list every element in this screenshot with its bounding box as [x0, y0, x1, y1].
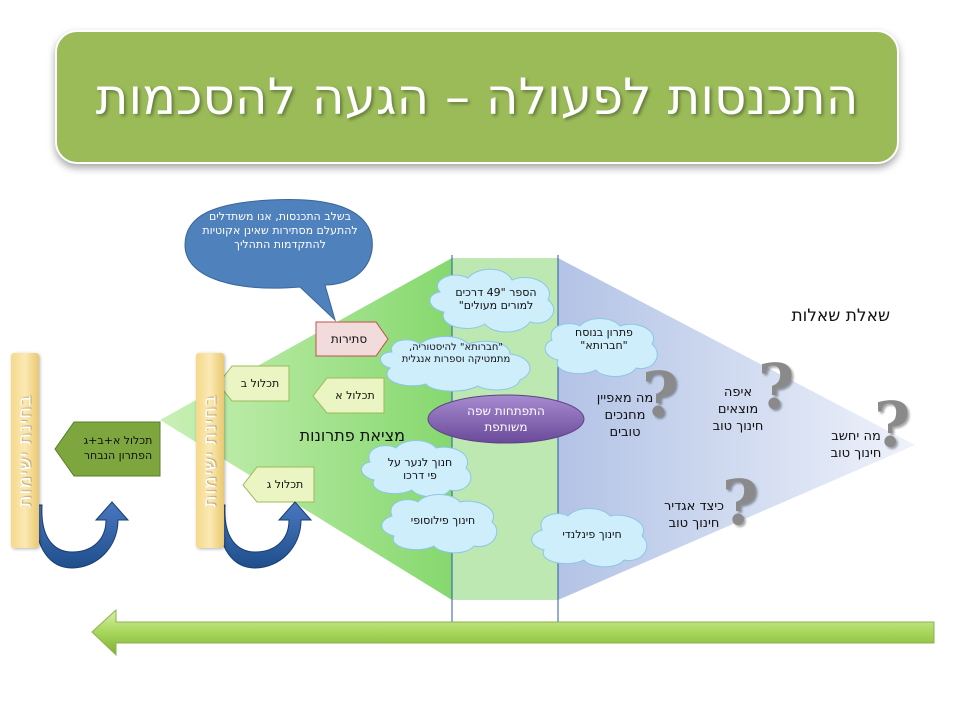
- outcome-c-box: [242, 466, 315, 503]
- outcome-combined-box: [54, 421, 161, 477]
- cloud-chevruta-history: [380, 336, 531, 392]
- curved-arrow-icon: [33, 501, 130, 569]
- common-language-ellipse: [427, 394, 585, 444]
- question-mark-icon: ?: [642, 358, 679, 431]
- outcome-c-label: תכלול ג: [266, 478, 304, 491]
- outcome-b-label: תכלול ב: [240, 377, 280, 390]
- cloud-finnish: [531, 508, 648, 568]
- common-language-label: התפתחות שפה משותפת: [467, 404, 545, 434]
- curved-arrow-icon: [216, 501, 313, 569]
- cloud-youth-education: [361, 440, 472, 498]
- question-mark-icon: ?: [874, 388, 911, 461]
- question-good-educators: מה מאפיין מחנכים טובים: [596, 391, 654, 440]
- cloud-philosophical: [381, 494, 498, 554]
- cloud-book-text: הספר "49 דרכים למורים מעולים": [455, 286, 537, 312]
- feasibility-check-label: בחינת ישימות: [199, 394, 221, 507]
- questions-heading: שאלת שאלות: [791, 306, 890, 326]
- cloud-book: [429, 268, 555, 333]
- question-where-found: איפה מוצאים חינוך טוב: [712, 385, 764, 434]
- outcome-a-box: [312, 377, 385, 414]
- feasibility-check-bar-left: בחינת ישימות: [11, 353, 39, 548]
- cloud-youth-education-text: חנוך לנער על פי דרכו: [387, 456, 453, 482]
- question-mark-icon: ?: [722, 466, 759, 539]
- feasibility-check-bar-right: בחינת ישימות: [196, 353, 224, 548]
- title-banner: התכנסות לפעולה – הגעה להסכמות: [55, 30, 899, 164]
- cloud-finnish-text: חינוך פינלנדי: [562, 528, 622, 541]
- question-what-is-good: מה יחשב חינוך טוב: [830, 429, 882, 461]
- callout-bubble: [184, 198, 373, 322]
- cloud-chevruta-solution: [544, 318, 658, 377]
- cloud-philosophical-text: חינוך פילוסופי: [410, 514, 476, 527]
- outcome-combined-label: תכלול א+ב+ג הפתרון הנבחר: [83, 434, 153, 462]
- left-arrow-icon: [91, 608, 935, 657]
- cloud-chevruta-history-text: "חברותא" להיסטוריה, מתמטיקה וספרות אנגלי…: [401, 342, 511, 365]
- question-mark-icon: ?: [758, 350, 795, 423]
- question-define: כיצד אגדיר חינוך טוב: [663, 499, 725, 531]
- callout-text: בשלב התכנסות, אנו משתדלים להתעלם מסתירות…: [202, 210, 358, 251]
- outcome-a-label: תכלול א: [335, 389, 375, 402]
- contradictions-label: סתירות: [330, 332, 368, 346]
- cloud-chevruta-solution-text: פתרון בנוסח "חברותא": [575, 326, 633, 352]
- page-title: התכנסות לפעולה – הגעה להסכמות: [95, 68, 859, 126]
- solutions-heading: מציאת פתרונות: [299, 426, 405, 445]
- contradictions-box: [315, 321, 389, 357]
- feasibility-check-label: בחינת ישימות: [14, 394, 36, 507]
